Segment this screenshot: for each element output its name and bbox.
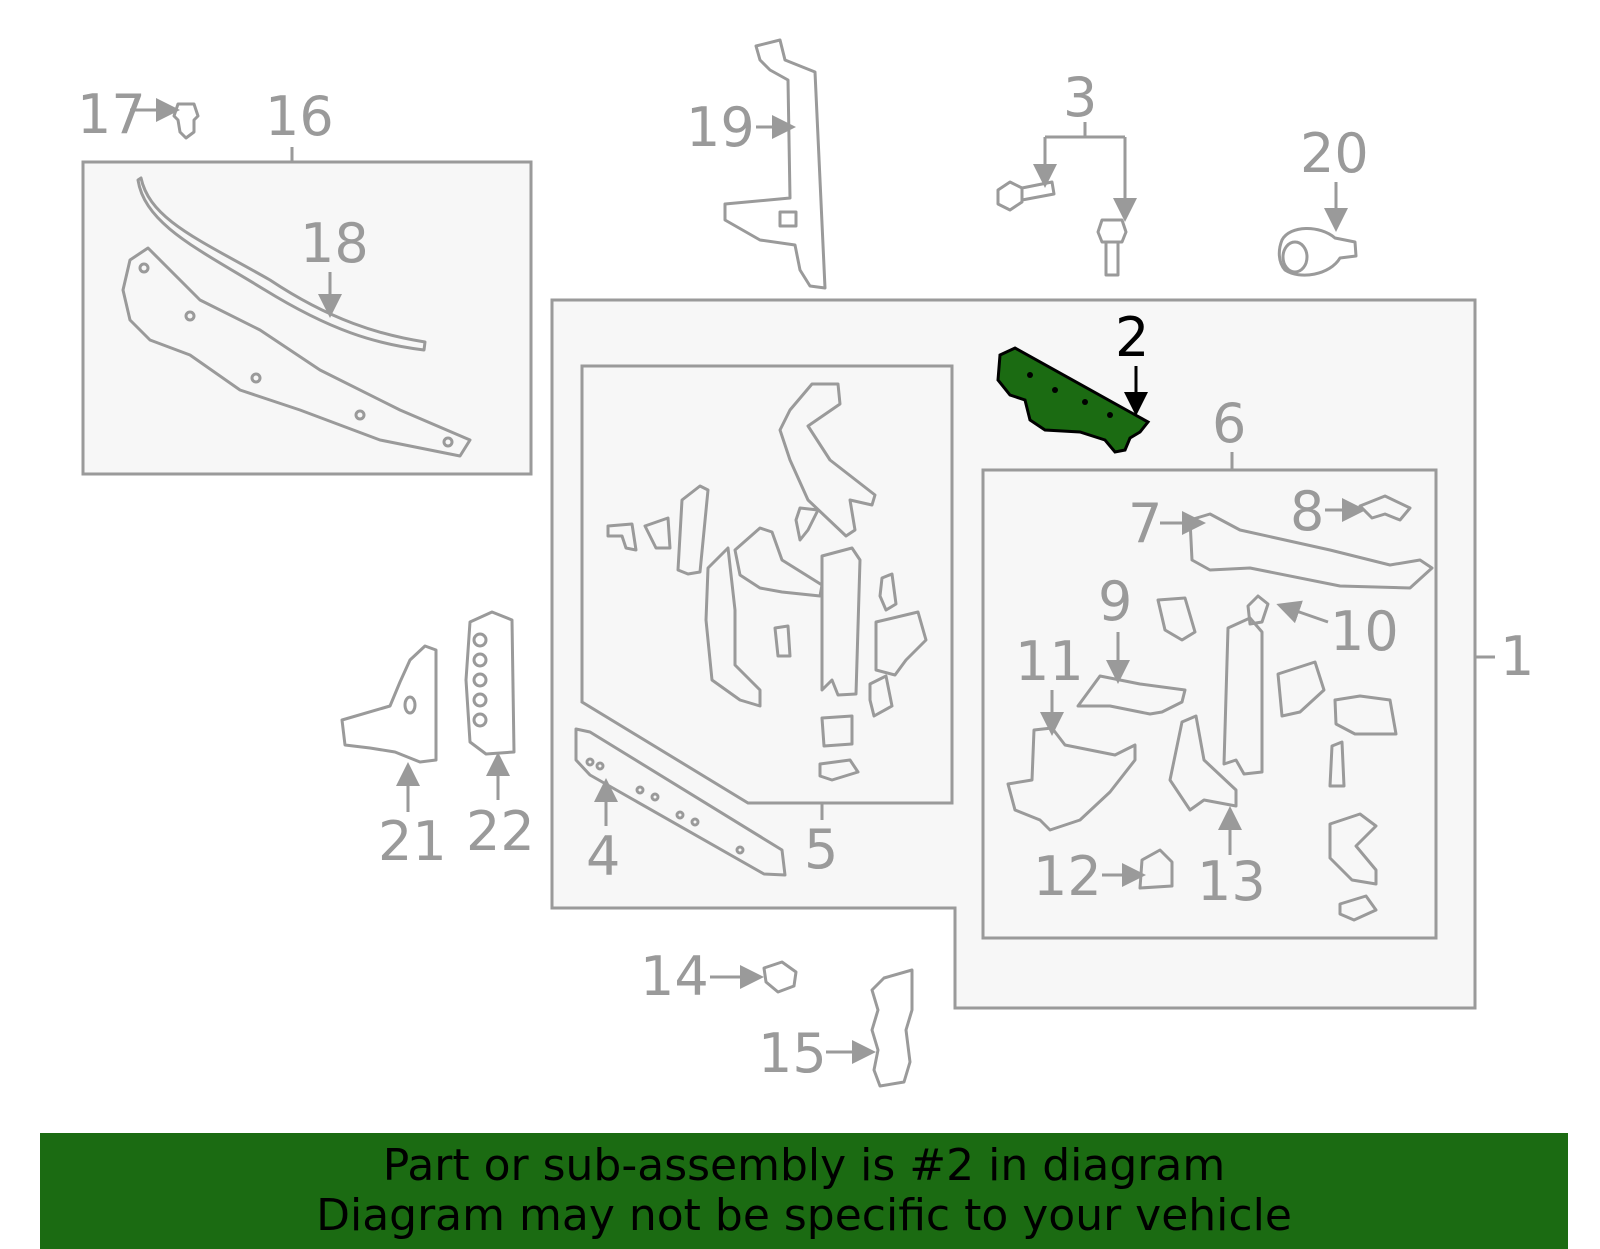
hole	[472, 652, 488, 668]
banner-line-1: Part or sub-assembly is #2 in diagram	[382, 1140, 1226, 1191]
hole	[403, 695, 417, 715]
part-4-rail	[574, 727, 787, 877]
group-box-5	[580, 364, 954, 805]
part-5-small-b	[643, 516, 672, 550]
part-20-sensor	[1277, 227, 1358, 277]
part-5-pillar	[676, 484, 710, 576]
part-15-bracket	[870, 968, 914, 1088]
callout-4[interactable]: 4	[586, 825, 620, 888]
callout-1[interactable]: 1	[1500, 625, 1534, 688]
group-box-16	[81, 160, 533, 476]
part-6-small-b	[1338, 894, 1378, 922]
group-box-6	[981, 468, 1438, 940]
part-17-clip	[172, 102, 200, 140]
hole	[472, 692, 488, 708]
hole	[635, 785, 645, 795]
callout-11[interactable]: 11	[1015, 630, 1084, 693]
hole	[1027, 372, 1033, 378]
hole	[675, 810, 685, 820]
part-19-slot	[778, 210, 798, 228]
hole	[472, 632, 488, 648]
part-14-nut	[762, 960, 798, 994]
part-6-bracket-a	[1276, 660, 1326, 718]
banner-line-2: Diagram may not be specific to your vehi…	[316, 1190, 1292, 1241]
hole	[442, 436, 454, 448]
callout-17[interactable]: 17	[77, 83, 146, 146]
callout-22[interactable]: 22	[466, 800, 535, 863]
part-6-bracket-c	[1328, 812, 1378, 886]
part-2-highlighted[interactable]	[996, 346, 1151, 454]
part-9-bracket	[1156, 596, 1197, 642]
hole	[184, 310, 196, 322]
callout-19[interactable]: 19	[686, 96, 755, 159]
part-3-bolt-a	[996, 180, 1056, 212]
hole	[690, 817, 700, 827]
part-20-lens	[1281, 240, 1309, 274]
part-7-member	[1188, 512, 1434, 590]
hole	[585, 757, 595, 767]
hole	[595, 761, 605, 771]
callout-14[interactable]: 14	[640, 945, 709, 1008]
part-6-bracket-b	[1333, 694, 1398, 736]
callout-3[interactable]: 3	[1063, 66, 1097, 129]
hole	[1052, 387, 1058, 393]
callout-16[interactable]: 16	[265, 85, 334, 148]
hole	[138, 262, 150, 274]
part-5-right-bracket	[874, 610, 928, 677]
callout-6[interactable]: 6	[1212, 392, 1246, 455]
part-5-small-c	[794, 506, 820, 542]
part-8-bracket	[1358, 494, 1412, 522]
callout-21[interactable]: 21	[378, 810, 447, 873]
callout-2[interactable]: 2	[1115, 306, 1149, 369]
part-5-small-e	[878, 572, 898, 612]
hole	[354, 409, 366, 421]
part-3-bolt-b	[1096, 218, 1128, 277]
part-10-clip	[1246, 594, 1270, 626]
part-11-housing	[1006, 726, 1137, 832]
part-18-seal	[136, 176, 427, 352]
leader-10	[1276, 600, 1329, 624]
part-5-small-a	[606, 522, 638, 552]
part-5-small-d	[773, 624, 792, 658]
hole	[472, 672, 488, 688]
leader-3	[1043, 122, 1127, 216]
info-banner: Part or sub-assembly is #2 in diagram Di…	[40, 1133, 1568, 1249]
hole	[650, 792, 660, 802]
callout-7[interactable]: 7	[1128, 492, 1162, 555]
part-21-bracket	[340, 644, 438, 764]
part-19-support	[723, 38, 827, 290]
callout-10[interactable]: 10	[1330, 600, 1399, 663]
part-6-post	[1222, 616, 1264, 776]
hole	[1082, 399, 1088, 405]
callout-15[interactable]: 15	[758, 1022, 827, 1085]
callout-12[interactable]: 12	[1033, 845, 1102, 908]
part-5-post	[820, 546, 862, 697]
hole	[250, 372, 262, 384]
hole	[735, 845, 745, 855]
hole	[1107, 412, 1113, 418]
part-5-small-f	[868, 674, 894, 718]
callout-5[interactable]: 5	[804, 818, 838, 881]
callout-13[interactable]: 13	[1197, 850, 1266, 913]
part-5-small-h	[818, 758, 860, 782]
hole	[472, 712, 488, 728]
part-5-small-g	[820, 714, 854, 748]
callout-9[interactable]: 9	[1098, 570, 1132, 633]
part-16-cover	[121, 246, 472, 458]
callout-20[interactable]: 20	[1300, 122, 1369, 185]
part-6-small-a	[1328, 740, 1346, 788]
part-5-upper-bracket	[778, 382, 877, 538]
callout-18[interactable]: 18	[300, 212, 369, 275]
callout-8[interactable]: 8	[1290, 480, 1324, 543]
part-5-panel	[704, 546, 762, 708]
